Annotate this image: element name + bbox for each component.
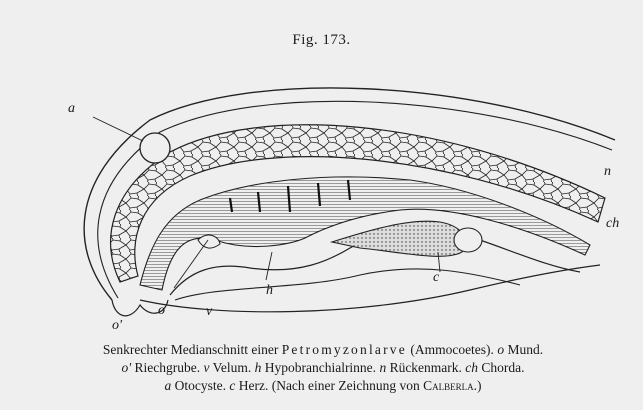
label-a: a xyxy=(68,101,75,117)
label-v: v xyxy=(206,304,212,320)
label-ch: ch xyxy=(606,216,619,232)
label-c: c xyxy=(433,270,439,286)
label-h: h xyxy=(266,283,273,299)
label-o-prime: o' xyxy=(112,318,122,334)
heart xyxy=(332,221,466,256)
otocyst xyxy=(140,133,170,163)
label-o: o xyxy=(158,303,165,319)
figure-caption: Senkrechter Medianschnitt einer Petromyz… xyxy=(12,341,634,395)
label-n: n xyxy=(604,164,611,180)
